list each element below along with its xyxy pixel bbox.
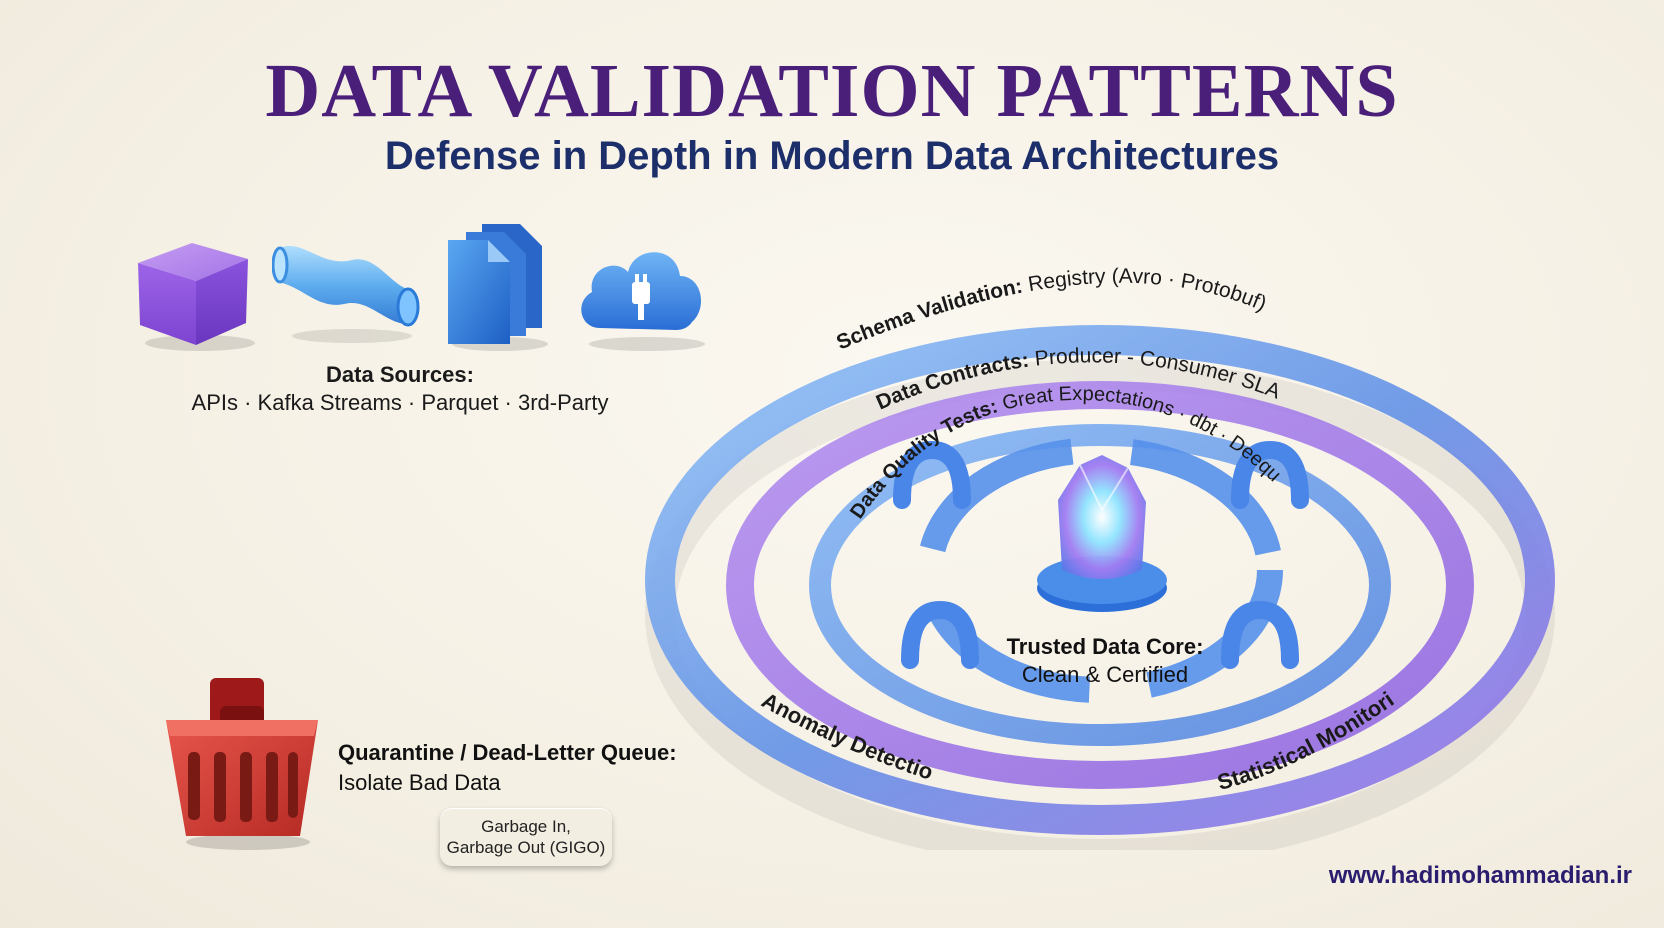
gigo-line1: Garbage In,	[481, 816, 571, 836]
data-sources-label: Data Sources: APIs · Kafka Streams · Par…	[150, 362, 650, 416]
gigo-line2: Garbage Out (GIGO)	[446, 838, 606, 857]
quarantine-basket-icon	[166, 678, 318, 850]
page-title: DATA VALIDATION PATTERNS	[265, 49, 1399, 133]
ring-schema-detail: Registry (Avro · Protobuf)	[1020, 265, 1270, 316]
parquet-file-icon	[448, 224, 548, 351]
defense-rings-diagram: Schema Validation: Registry (Avro · Prot…	[640, 250, 1555, 850]
data-sources-heading: Data Sources:	[326, 362, 474, 387]
quarantine-detail: Isolate Bad Data	[338, 770, 501, 795]
website-url[interactable]: www.hadimohammadian.ir	[1328, 862, 1632, 889]
quarantine-label: Quarantine / Dead-Letter Queue: Isolate …	[338, 740, 677, 796]
trusted-core-detail: Clean & Certified	[1021, 662, 1189, 687]
stream-tube-icon	[272, 245, 420, 343]
trusted-core-heading: Trusted Data Core:	[1006, 634, 1204, 659]
quarantine-heading: Quarantine / Dead-Letter Queue:	[338, 740, 677, 765]
gigo-badge: Garbage In, Garbage Out (GIGO)	[440, 808, 612, 866]
trusted-core-label: Trusted Data Core: Clean & Certified	[960, 634, 1250, 688]
cube-icon	[138, 243, 255, 351]
data-sources-items: APIs · Kafka Streams · Parquet · 3rd-Par…	[191, 390, 609, 415]
cloud-plug-icon	[581, 252, 705, 351]
page-subtitle: Defense in Depth in Modern Data Architec…	[384, 134, 1280, 178]
